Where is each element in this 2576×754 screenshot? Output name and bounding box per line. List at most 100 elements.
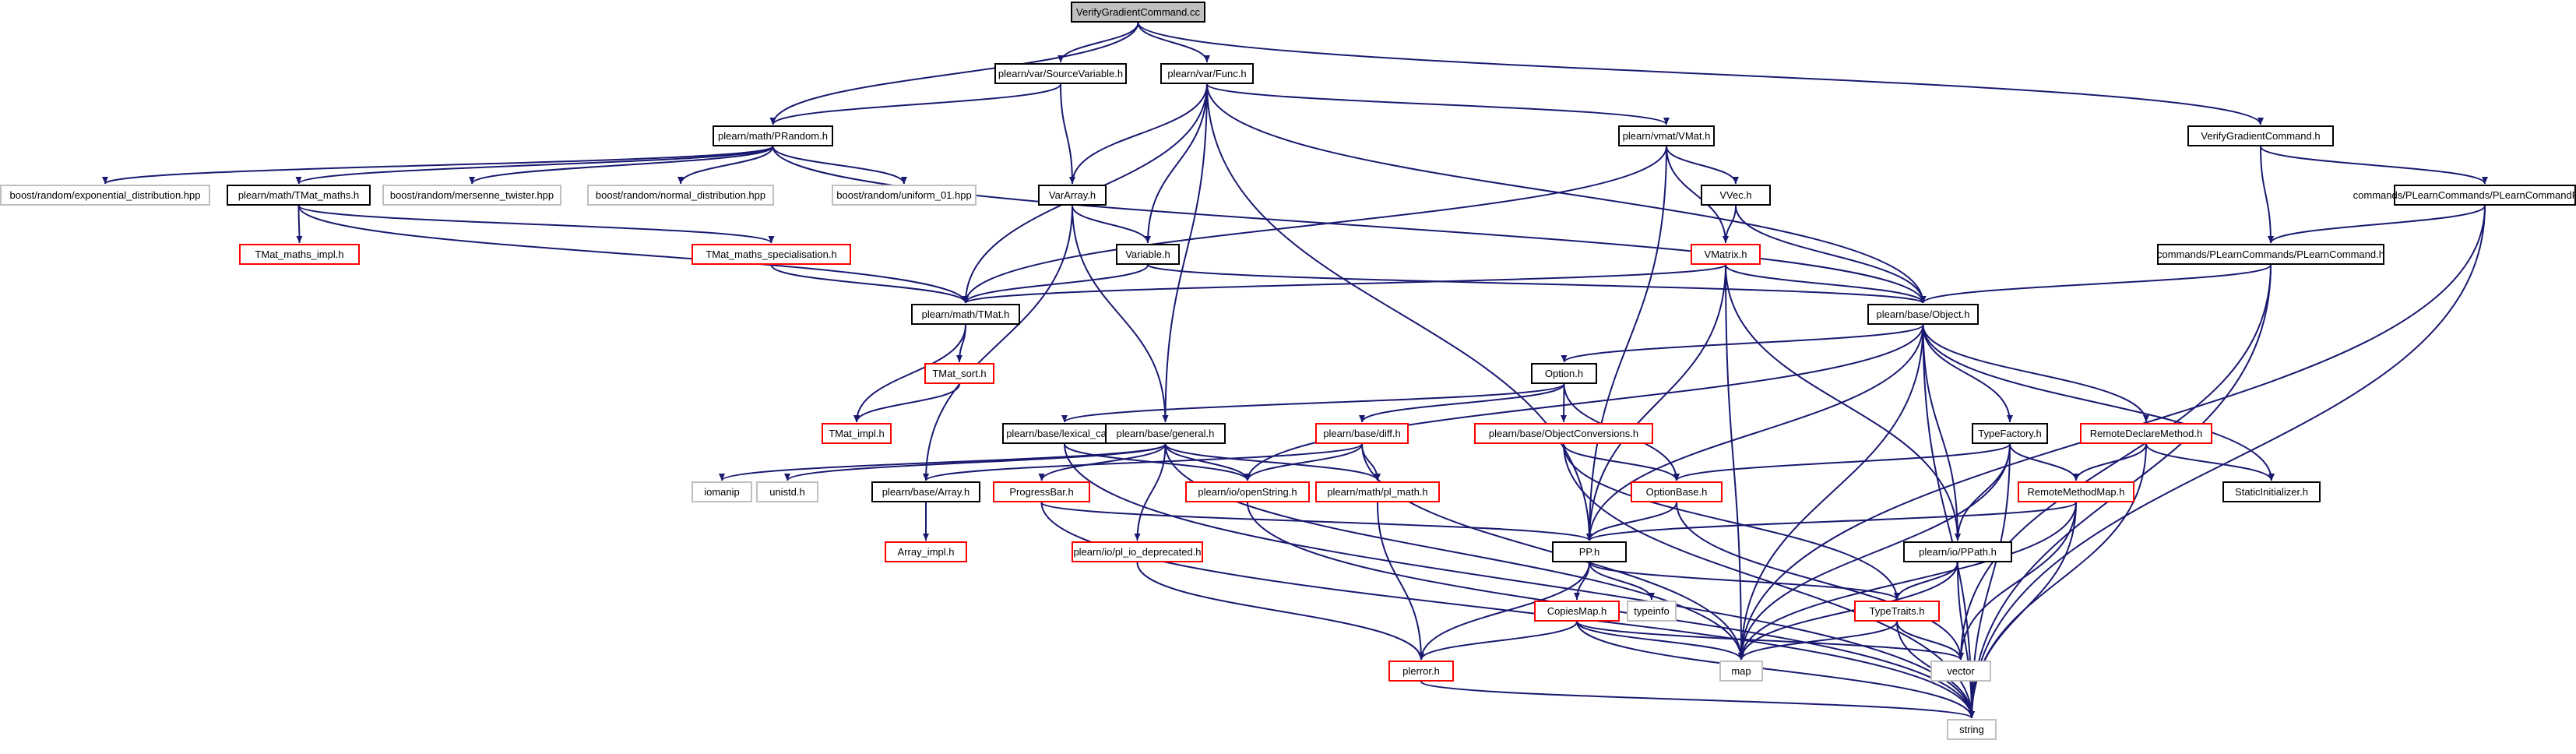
node-srcvar[interactable]: plearn/var/SourceVariable.h <box>994 63 1127 84</box>
node-box <box>1038 185 1107 206</box>
node-box <box>1701 185 1771 206</box>
node-label: plearn/vmat/VMat.h <box>1623 130 1711 142</box>
node-tmatspec[interactable]: TMat_maths_specialisation.h <box>692 244 851 265</box>
edge-ppath-to-typetraits <box>1894 562 1958 601</box>
edge-object-to-typefactory <box>1922 324 2013 423</box>
node-label: RemoteDeclareMethod.h <box>2090 428 2203 439</box>
node-prandom[interactable]: plearn/math/PRandom.h <box>713 125 833 146</box>
node-box <box>1627 601 1677 622</box>
node-box <box>2080 423 2212 444</box>
edge-tmatsort-to-tmatimpl <box>853 383 960 423</box>
edge-plcmdreg-to-string <box>1969 205 2486 719</box>
node-box <box>1972 423 2048 444</box>
node-box <box>2394 185 2576 206</box>
node-vmatrix[interactable]: VMatrix.h <box>1691 244 1761 265</box>
node-box <box>1691 244 1761 265</box>
node-box <box>692 244 851 265</box>
node-ppath[interactable]: plearn/io/PPath.h <box>1903 541 2012 562</box>
node-vmat[interactable]: plearn/vmat/VMat.h <box>1618 125 1715 146</box>
edge-pliodep-to-plerror <box>1136 562 1424 661</box>
node-box <box>1631 481 1723 502</box>
node-openstring[interactable]: plearn/io/openString.h <box>1185 481 1310 502</box>
node-box <box>1105 423 1226 444</box>
node-label: boost/random/exponential_distribution.hp… <box>9 189 200 201</box>
edge-vmat-to-tmat <box>962 146 1667 304</box>
node-label: VerifyGradientCommand.h <box>2201 130 2320 142</box>
node-typefactory[interactable]: TypeFactory.h <box>1972 423 2048 444</box>
edge-remotemethodmap-to-map <box>1738 502 2077 661</box>
edge-remotedecl-to-remotemethodmap <box>2073 443 2147 481</box>
node-optionbase[interactable]: OptionBase.h <box>1631 481 1723 502</box>
node-label: ProgressBar.h <box>1009 486 1073 498</box>
edge-plcmdreg-to-plcmd <box>2268 205 2486 244</box>
edge-object-to-pp <box>1586 324 1924 541</box>
node-box <box>885 541 967 562</box>
node-label: unistd.h <box>769 486 805 498</box>
edge-general-to-progressbar <box>1038 443 1167 481</box>
edge-typetraits-to-map <box>1738 621 1898 661</box>
node-pp[interactable]: PP.h <box>1552 541 1627 562</box>
node-box <box>1552 541 1627 562</box>
edge-pp-to-typetraits <box>1589 562 1900 601</box>
node-func[interactable]: plearn/var/Func.h <box>1160 63 1254 84</box>
node-copiesmap[interactable]: CopiesMap.h <box>1534 601 1620 622</box>
node-label: StaticInitializer.h <box>2235 486 2308 498</box>
node-staticinit[interactable]: StaticInitializer.h <box>2222 481 2321 502</box>
node-tmatimplmaths[interactable]: TMat_maths_impl.h <box>239 244 360 265</box>
node-object[interactable]: plearn/base/Object.h <box>1867 304 1979 325</box>
node-tmat[interactable]: plearn/math/TMat.h <box>911 304 1020 325</box>
node-box <box>1315 481 1440 502</box>
nodes-layer: VerifyGradientCommand.ccplearn/var/Sourc… <box>0 2 2576 740</box>
node-label: TypeFactory.h <box>1978 428 2041 439</box>
edge-copiesmap-to-map <box>1576 621 1744 661</box>
edge-root-to-prandom <box>769 22 1139 125</box>
node-box <box>2222 481 2321 502</box>
edge-pp-to-plerror <box>1418 562 1590 661</box>
node-remotedecl[interactable]: RemoteDeclareMethod.h <box>2080 423 2212 444</box>
node-box <box>239 244 360 265</box>
node-progressbar[interactable]: ProgressBar.h <box>993 481 1090 502</box>
node-box <box>1071 2 1205 23</box>
node-option[interactable]: Option.h <box>1531 363 1597 384</box>
edge-general-to-openstring <box>1164 443 1251 481</box>
node-tmatimpl[interactable]: TMat_impl.h <box>822 423 892 444</box>
node-remotemethodmap[interactable]: RemoteMethodMap.h <box>2018 481 2134 502</box>
edge-diff-to-array <box>923 443 1363 481</box>
node-diff[interactable]: plearn/base/diff.h <box>1315 423 1409 444</box>
edge-prandom-to-expdist <box>102 146 774 185</box>
node-label: TMat_maths_impl.h <box>255 248 343 260</box>
edge-prandom-to-object <box>772 146 1927 304</box>
node-box <box>692 481 752 502</box>
node-plcmdreg[interactable]: commands/PLearnCommands/PLearnCommandReg… <box>2353 185 2576 206</box>
edge-root-to-func <box>1137 22 1210 63</box>
edge-plerror-to-string <box>1420 681 1975 719</box>
node-array[interactable]: plearn/base/Array.h <box>871 481 980 502</box>
node-plerror[interactable]: plerror.h <box>1388 661 1454 682</box>
edge-func-to-pp <box>1206 83 1592 541</box>
edge-plcmd-to-vector <box>1958 264 2272 661</box>
node-objconv[interactable]: plearn/base/ObjectConversions.h <box>1474 423 1653 444</box>
node-pliodep[interactable]: plearn/io/pl_io_deprecated.h <box>1072 541 1203 562</box>
node-plmath[interactable]: plearn/math/pl_math.h <box>1315 481 1440 502</box>
edge-vgch-to-plcmd <box>2260 146 2274 244</box>
node-box <box>0 185 210 206</box>
node-plcmd[interactable]: commands/PLearnCommands/PLearnCommand.h <box>2157 244 2384 265</box>
node-typetraits[interactable]: TypeTraits.h <box>1854 601 1940 622</box>
node-box <box>1315 423 1409 444</box>
node-label: plerror.h <box>1402 665 1440 677</box>
node-tmatmaths[interactable]: plearn/math/TMat_maths.h <box>227 185 371 206</box>
node-box <box>1474 423 1653 444</box>
node-label: Array_impl.h <box>898 546 955 558</box>
node-box <box>1867 304 1979 325</box>
node-label: boost/random/normal_distribution.hpp <box>596 189 765 201</box>
node-general[interactable]: plearn/base/general.h <box>1105 423 1226 444</box>
node-box <box>1854 601 1940 622</box>
node-arrayimpl[interactable]: Array_impl.h <box>885 541 967 562</box>
node-variable[interactable]: Variable.h <box>1116 244 1180 265</box>
edge-variable-to-tmat <box>962 264 1149 304</box>
node-vararray[interactable]: VarArray.h <box>1038 185 1107 206</box>
node-vgch[interactable]: VerifyGradientCommand.h <box>2187 125 2334 146</box>
edge-typefactory-to-map <box>1738 443 2011 661</box>
node-vvec[interactable]: VVec.h <box>1701 185 1771 206</box>
node-tmatsort[interactable]: TMat_sort.h <box>924 363 994 384</box>
